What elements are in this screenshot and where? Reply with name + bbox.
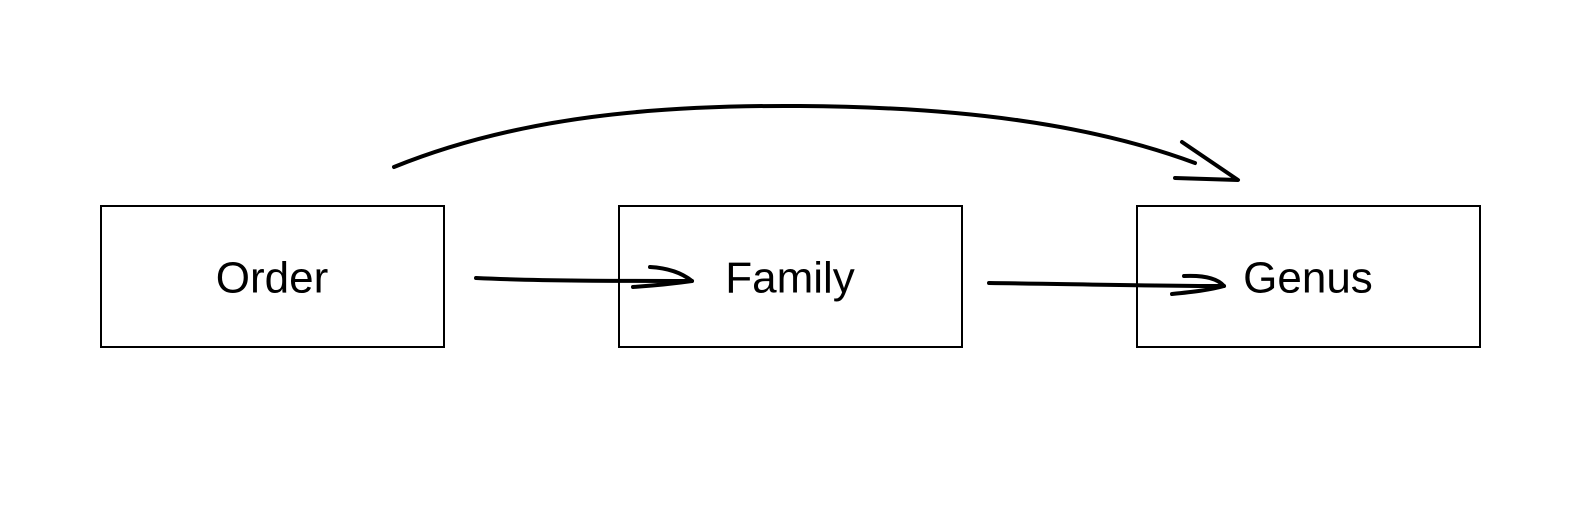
node-family-label: Family (725, 254, 855, 303)
node-genus-label: Genus (1243, 254, 1373, 303)
node-family: Family (618, 205, 963, 348)
arrow-order-to-genus (392, 103, 1240, 182)
node-order-label: Order (216, 254, 328, 303)
node-order: Order (100, 205, 445, 348)
arrow-order-to-family-shaft (474, 276, 694, 283)
node-order-box (100, 205, 445, 348)
arrow-order-to-family (474, 265, 694, 289)
arrow-order-to-genus-head (1173, 140, 1240, 182)
node-family-box (618, 205, 963, 348)
arrow-family-to-genus-head (1170, 273, 1226, 296)
arrow-family-to-genus (987, 273, 1226, 296)
arrow-order-to-family-head (631, 265, 694, 289)
arrow-order-to-genus-shaft (392, 103, 1197, 169)
arrow-family-to-genus-shaft (987, 281, 1226, 288)
